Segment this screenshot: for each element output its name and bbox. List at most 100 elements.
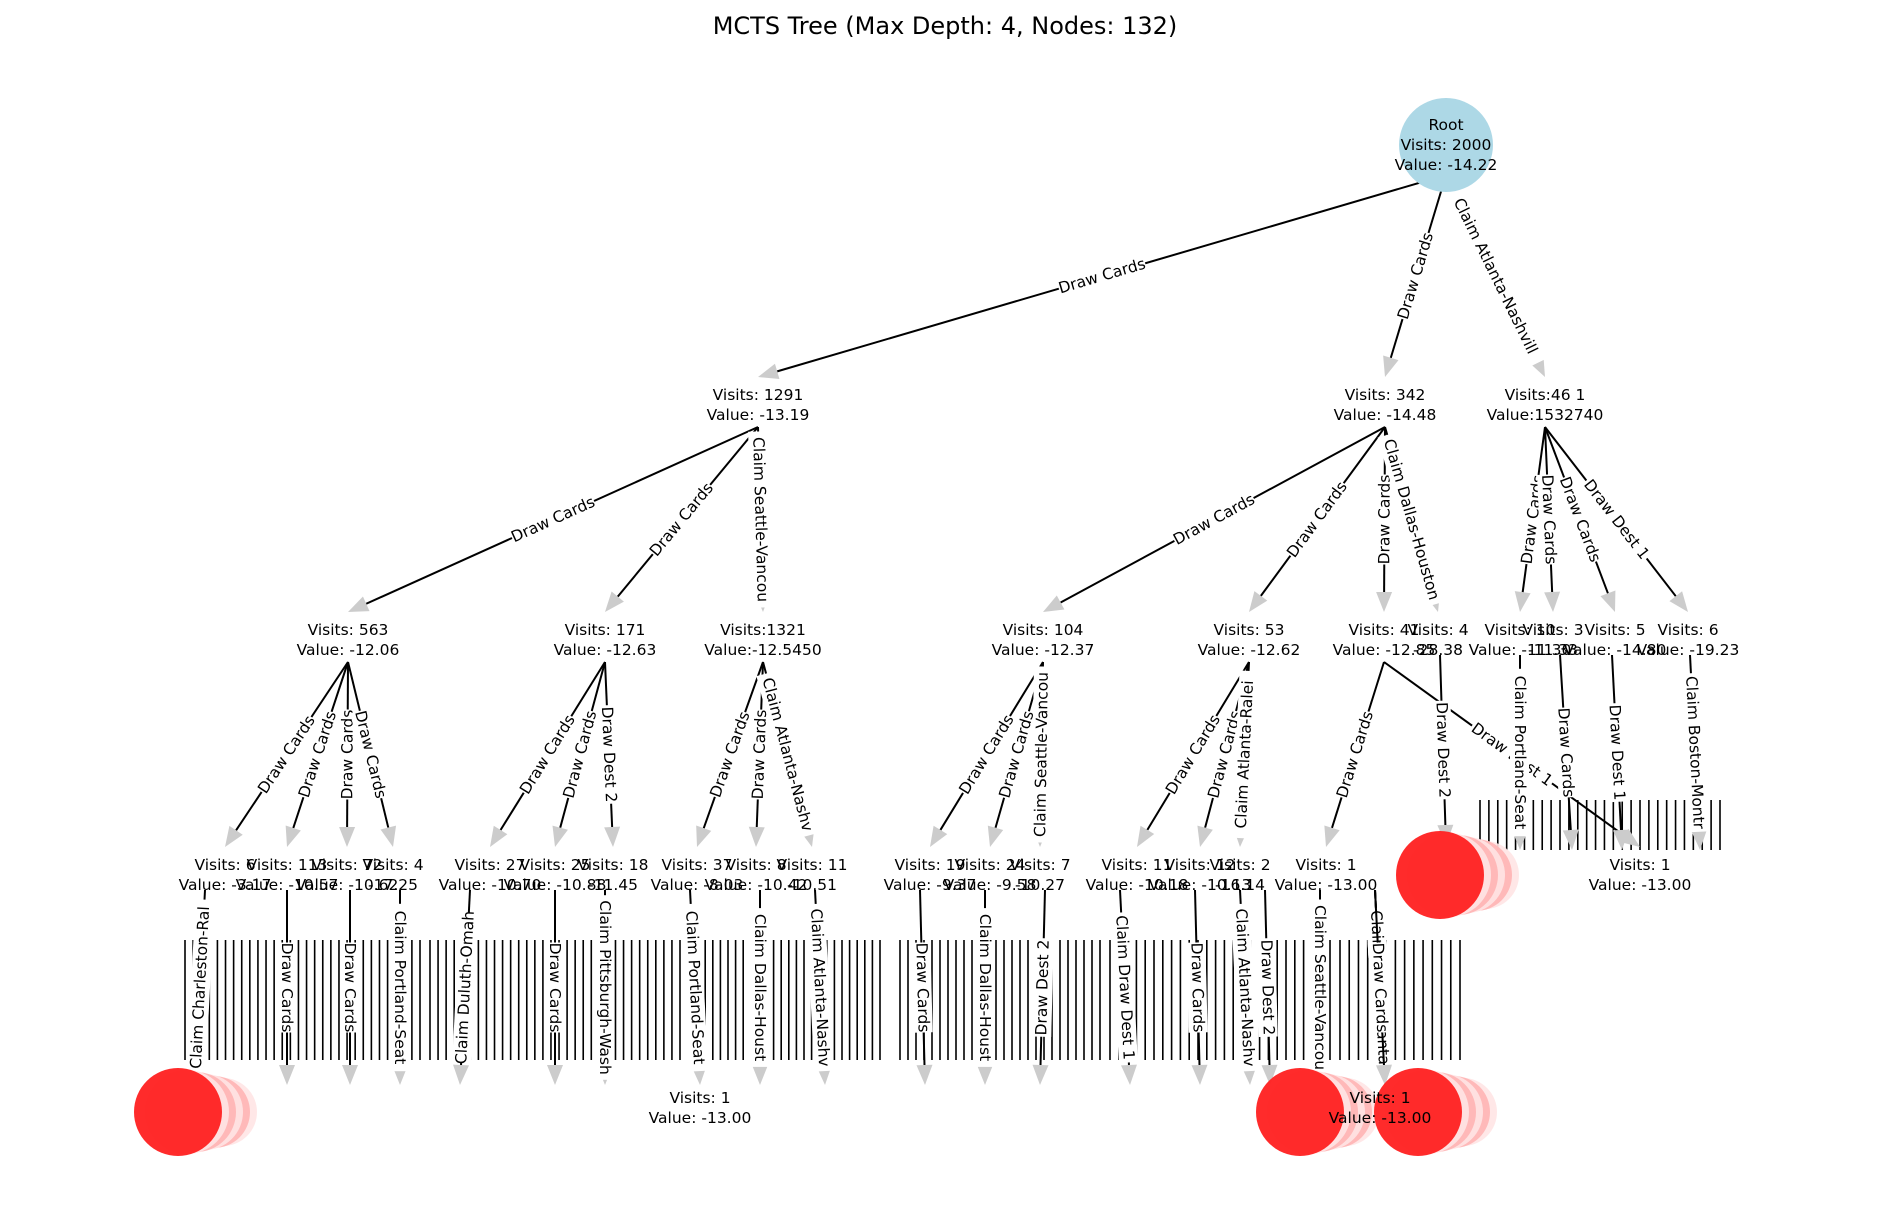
node-label-line: Visits: 25	[520, 856, 591, 874]
edge-label: Claim Draw Dest 1	[1111, 912, 1138, 1064]
edge-arrowhead	[604, 826, 621, 847]
node-label-line: Visits: 342	[1345, 386, 1426, 404]
edge-label: Draw Cards	[277, 942, 296, 1033]
edge-arrowhead	[977, 1065, 993, 1085]
edge-label: Draw Dest 2	[1032, 937, 1054, 1038]
tree-node-d4m: Visits: 7-10.27	[1009, 856, 1070, 894]
edge-label: Draw Dest 2	[596, 704, 621, 805]
edge-arrowhead	[1544, 591, 1561, 612]
edge-label-text: Draw Cards	[1170, 490, 1258, 549]
edge-label: Claim Dallas-Houst	[975, 908, 994, 1067]
edge-arrowhead	[1562, 829, 1579, 850]
edge-arrowhead	[1514, 591, 1531, 612]
node-label-line: Value: -13.00	[1329, 1109, 1432, 1127]
node-label-line: Visits: 12	[1165, 856, 1236, 874]
tree-edge: Draw Cards	[1324, 661, 1385, 847]
edge-label: Draw Cards	[911, 942, 933, 1033]
edge-label: Draw Cards	[545, 942, 564, 1033]
edge-label-text: Draw Dest 2	[1432, 702, 1453, 798]
node-label-line: Visits: 563	[308, 621, 389, 639]
tree-edge: Draw Cards	[545, 890, 564, 1085]
terminal-node-cluster	[1396, 831, 1519, 919]
tree-edge: Draw Cards	[1537, 426, 1561, 612]
node-label-line: Value: -10.18	[1086, 876, 1189, 894]
edge-label: Draw Cards	[1056, 254, 1148, 299]
tree-edge: Claim Seattle-Vancou	[748, 426, 772, 612]
node-label-line: Root	[1428, 116, 1463, 134]
edge-label: Claim Atlanta-Nashvill	[1444, 185, 1547, 368]
tree-edge: Claim Dallas-Houst	[750, 890, 769, 1085]
tree-edge: Draw Dest 2	[1032, 889, 1054, 1085]
edge-arrowhead	[1690, 829, 1707, 850]
edge-arrowhead	[752, 1065, 768, 1085]
edge-arrowhead	[1032, 1064, 1049, 1085]
edge-arrowhead	[605, 591, 624, 612]
tree-edge: Draw Cards	[225, 661, 349, 847]
edge-label-text: Claim Atlanta-Ralei	[1232, 680, 1257, 829]
node-label-line: Visits: 1291	[713, 386, 804, 404]
edge-label: Claim Portland-Seat	[1510, 668, 1529, 837]
edge-label: Draw Cards	[508, 492, 599, 548]
edge-arrowhead	[342, 1065, 358, 1085]
edge-label-text: Draw Cards	[1554, 707, 1577, 798]
tree-edge: Draw Cards	[1043, 426, 1386, 612]
edge-label: Draw Cards	[706, 709, 755, 801]
edge-label: Claim Atlanta-Nashv	[1230, 903, 1259, 1072]
edge-arrowhead	[547, 1065, 563, 1085]
node-label-line: Value: -10.70	[439, 876, 542, 894]
edge-label-text: Draw Cards	[1375, 475, 1393, 565]
tree-edge: Draw Cards	[348, 426, 759, 612]
tree-edge: Draw Cards	[277, 890, 296, 1085]
tree-node-n32: Visits: 3-11.33	[1522, 621, 1583, 659]
edge-label-text: Draw Dest 2	[598, 706, 620, 803]
edge-label-text: Draw Cards	[1187, 942, 1207, 1032]
tree-node-d4f: Visits: 25 Value: -10.88	[504, 856, 607, 894]
edge-label: Draw Cards	[1393, 230, 1439, 322]
edge-label: Draw Cards	[1553, 707, 1578, 799]
edge-label-text: Draw Cards	[1283, 478, 1351, 561]
tree-edge: Claim Pittsburgh-Wash	[595, 890, 614, 1085]
node-label-line: Visits: 1	[1295, 856, 1356, 874]
edge-label: Claim Dallas-Houst	[750, 908, 769, 1067]
tree-edge: Claim Atlanta-Nashvill	[1444, 174, 1547, 377]
edge-arrowhead	[1376, 591, 1393, 612]
node-label-line: Visits: 41	[1349, 621, 1420, 639]
edge-label: Draw Cards	[748, 709, 772, 800]
node-label-line: -11.45	[588, 876, 638, 894]
tree-edge: Claim Atlanta-Nashv	[805, 889, 834, 1085]
edge-label-text: Claim Pittsburgh-Wash	[596, 900, 614, 1075]
edge-arrowhead	[1612, 829, 1629, 850]
node-label-line: Visits: 10	[1485, 621, 1556, 639]
edge-label: Claim Charleston-Ral	[186, 899, 215, 1076]
node-label-line: Visits: 18	[578, 856, 649, 874]
node-label-line: Visits: 4	[1407, 621, 1468, 639]
edge-label: Draw Cards	[338, 709, 358, 800]
node-label-line: Value: -14.80	[1564, 641, 1667, 659]
edge-label-text: Draw Dest 2	[1257, 939, 1277, 1035]
edge-label: Draw Cards	[340, 942, 359, 1033]
node-label-line: Value:1532740	[1487, 406, 1604, 424]
edge-label: Claim Seattle-Vancou	[1031, 666, 1053, 843]
edge-arrowhead	[490, 825, 508, 847]
tree-edge: Claim Dallas-Houst	[975, 890, 994, 1085]
edge-label-text: Claim Draw Dest 1	[1112, 915, 1137, 1061]
tree-edge: Draw Cards	[748, 661, 772, 847]
edge-label-text: Draw Cards	[338, 710, 356, 800]
leaf-clutter-layer	[184, 800, 1721, 1060]
node-label-line: Value: -10.88	[504, 876, 607, 894]
tree-edge: Draw Dest 1	[1544, 426, 1688, 612]
tree-edge: Draw Cards	[1553, 654, 1579, 850]
terminal-node-circle	[134, 1068, 222, 1156]
node-label-line: Value: -11.30	[1469, 641, 1572, 659]
